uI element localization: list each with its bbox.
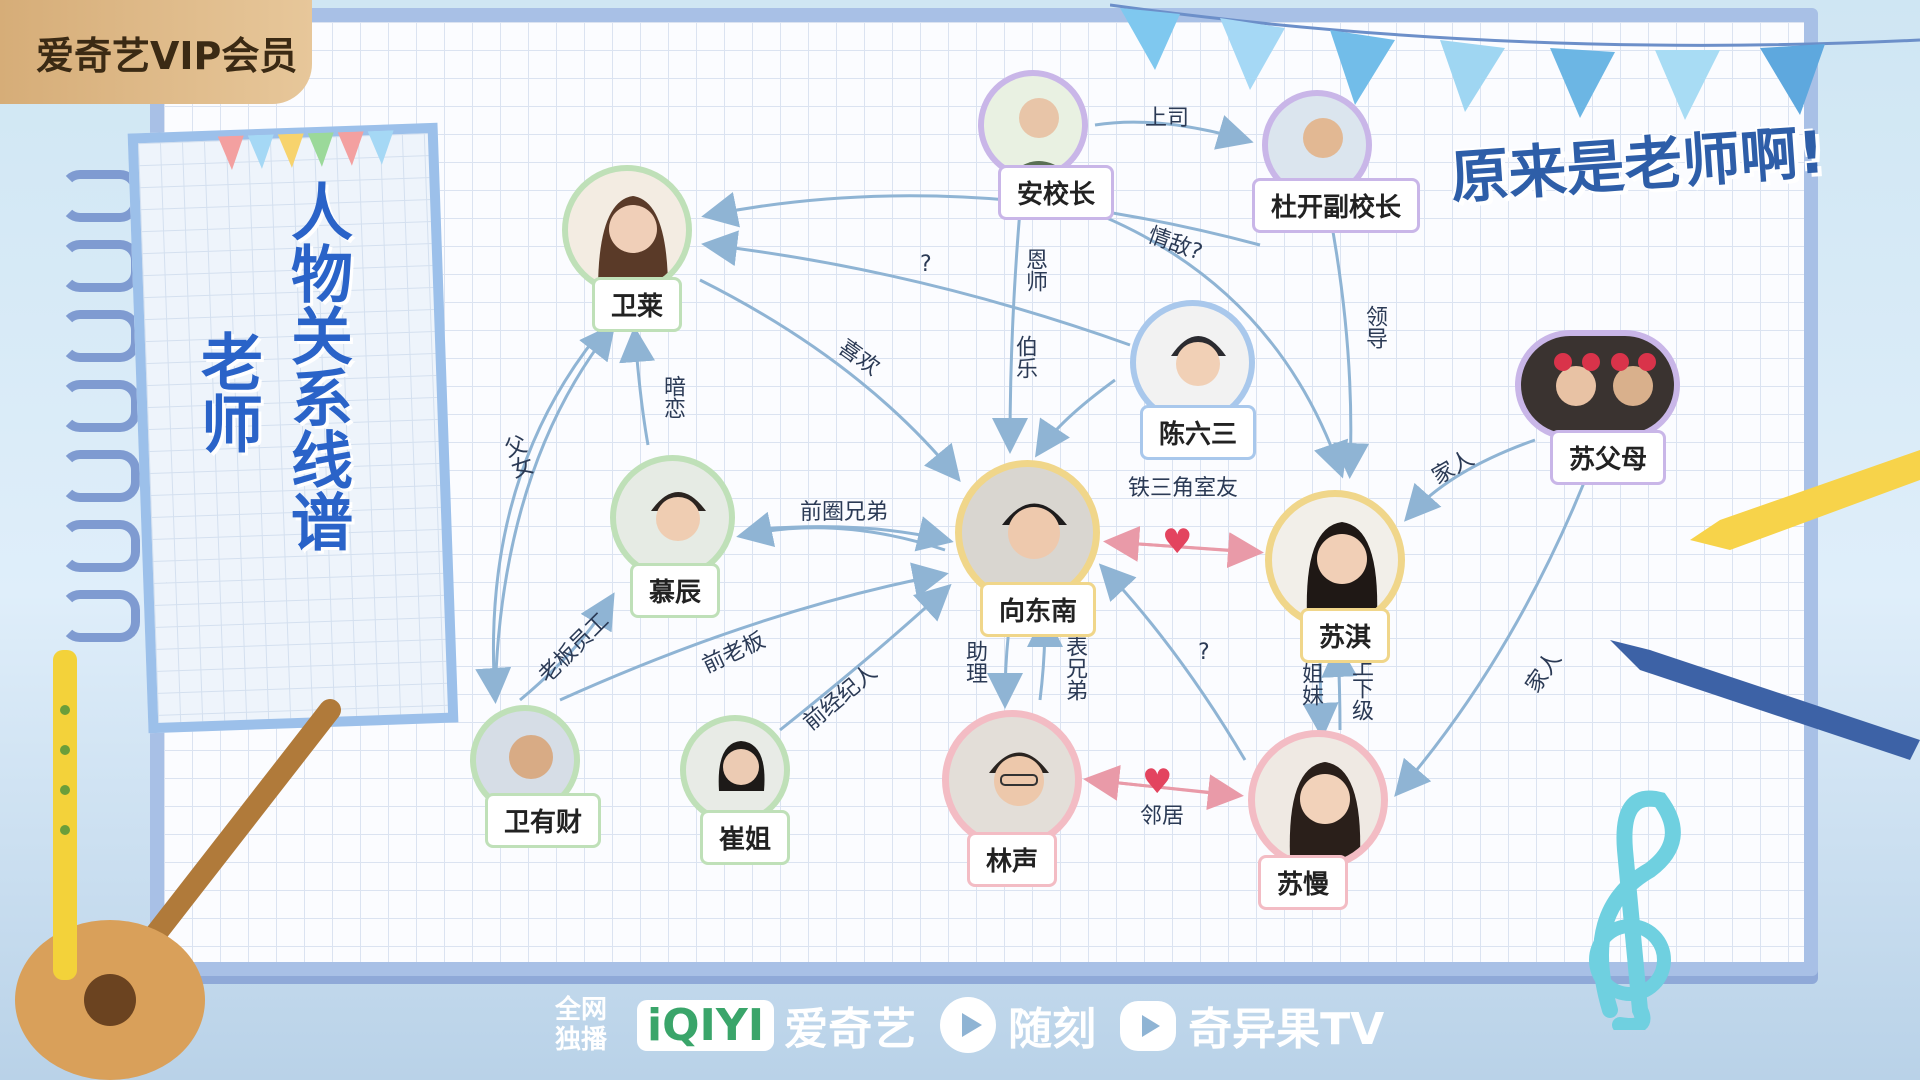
title-relationship: 人物关系线谱 bbox=[280, 180, 353, 552]
relation-label: 上下级 bbox=[1348, 655, 1373, 721]
binder-ring-icon bbox=[60, 590, 140, 642]
title-teacher: 老师 bbox=[190, 330, 263, 454]
qiyiguo-icon bbox=[1120, 1001, 1177, 1051]
relation-label: 助理 bbox=[962, 640, 987, 684]
name-label: 杜开副校长 bbox=[1252, 178, 1421, 233]
relation-label: 邻居 bbox=[1140, 804, 1185, 829]
arrow-cui-xiang bbox=[779, 583, 952, 732]
name-label: 苏淇 bbox=[1300, 608, 1391, 663]
brand-badge: 爱奇艺VIP会员 bbox=[0, 0, 312, 104]
arrow-weiyc-xiang bbox=[559, 562, 949, 702]
iqiyi-logo: iQIYI 爱奇艺 bbox=[637, 993, 916, 1057]
relation-label: 领导 bbox=[1362, 305, 1387, 349]
exclusive-tag: 全网 独播 bbox=[555, 995, 615, 1055]
portrait-icon bbox=[717, 741, 765, 819]
arrow-suman-xiang bbox=[1098, 563, 1247, 761]
relation-label: 铁三角室友 bbox=[1128, 476, 1239, 501]
name-label: 陈六三 bbox=[1140, 405, 1257, 460]
arrow-weiyc-mu bbox=[519, 592, 615, 702]
arrow-du-wei bbox=[701, 192, 1261, 247]
treble-clef-icon bbox=[1589, 790, 1681, 1030]
iqiyi-mark: iQIYI bbox=[637, 999, 775, 1051]
arrow-mu-xiang bbox=[749, 516, 954, 552]
relation-label: ? bbox=[920, 252, 932, 277]
name-label: 安校长 bbox=[998, 165, 1115, 220]
avatar bbox=[610, 455, 735, 580]
bunting-flags-icon bbox=[1110, 3, 1920, 120]
binder-ring-icon bbox=[60, 450, 140, 502]
iqiyi-name: 爱奇艺 bbox=[784, 1004, 917, 1055]
relation-label: ? bbox=[1198, 640, 1210, 665]
binder-ring-icon bbox=[60, 380, 140, 432]
name-label: 苏慢 bbox=[1258, 855, 1349, 910]
arrow-an-du bbox=[1094, 115, 1254, 150]
footer-platforms: 全网 独播 iQIYI 爱奇艺 随刻 奇异果TV bbox=[555, 985, 1384, 1065]
arrow-parents-suman bbox=[1394, 454, 1597, 797]
relation-label: 伯乐 bbox=[1012, 335, 1037, 379]
play-circle-icon bbox=[940, 997, 997, 1053]
arrow-weiyc-wei bbox=[493, 322, 616, 701]
name-label: 崔姐 bbox=[700, 810, 791, 865]
suike-name: 随刻 bbox=[1008, 1004, 1097, 1055]
relation-label: 姐妹 bbox=[1298, 662, 1323, 706]
arrow-parents-suqi bbox=[1404, 438, 1536, 522]
arrow-du-suqi bbox=[1328, 214, 1370, 479]
heart-icon: ♥ bbox=[1162, 522, 1193, 562]
name-label: 向东南 bbox=[980, 582, 1097, 637]
relation-label: 恩师 bbox=[1022, 248, 1047, 292]
binder-ring-icon bbox=[60, 520, 140, 572]
qiyiguo-name: 奇异果TV bbox=[1188, 1004, 1385, 1055]
avatar bbox=[942, 710, 1082, 850]
arrow-mu-wei bbox=[619, 326, 656, 446]
relation-label: 上司 bbox=[1145, 106, 1190, 131]
qiyiguo-logo: 奇异果TV bbox=[1118, 993, 1384, 1057]
relation-label: 表兄弟 bbox=[1062, 635, 1087, 701]
avatar bbox=[1265, 490, 1405, 630]
name-label: 林声 bbox=[967, 832, 1058, 887]
tag-line-2: 独播 bbox=[555, 1025, 608, 1055]
portrait-icon bbox=[1306, 522, 1378, 623]
arrow-wei-weiyc bbox=[475, 319, 612, 704]
relation-label: 暗恋 bbox=[660, 375, 685, 419]
tag-line-1: 全网 bbox=[555, 995, 608, 1025]
mini-bunting-icon bbox=[217, 130, 394, 170]
arrow-chen-wei bbox=[701, 230, 1131, 347]
avatar bbox=[1248, 730, 1388, 870]
arrow-an-xiang bbox=[992, 209, 1029, 454]
avatar bbox=[680, 715, 790, 825]
name-label: 卫有财 bbox=[485, 793, 602, 848]
avatar bbox=[1515, 330, 1680, 440]
flute-icon bbox=[53, 650, 77, 980]
name-label: 苏父母 bbox=[1550, 430, 1667, 485]
avatar bbox=[978, 70, 1088, 180]
arrow-an-suqi bbox=[1059, 198, 1349, 479]
name-label: 卫莱 bbox=[592, 277, 683, 332]
arrow-chen-xiang bbox=[1035, 378, 1116, 458]
name-label: 慕辰 bbox=[630, 563, 721, 618]
arrow-suqi-xiang-love bbox=[1103, 525, 1251, 562]
pencil-icon bbox=[1690, 450, 1920, 550]
title-card bbox=[127, 122, 459, 734]
arrow-suman-lin-love bbox=[1083, 765, 1231, 801]
avatar bbox=[562, 165, 692, 295]
pen-icon bbox=[1610, 640, 1920, 760]
heart-icon: ♥ bbox=[1142, 762, 1173, 802]
suike-logo: 随刻 bbox=[938, 993, 1096, 1057]
arrow-wei-xiang bbox=[699, 278, 961, 482]
arrow-xiang-mu bbox=[736, 511, 946, 552]
relation-label: 前圈兄弟 bbox=[800, 500, 889, 525]
portrait-icon bbox=[1554, 353, 1656, 406]
